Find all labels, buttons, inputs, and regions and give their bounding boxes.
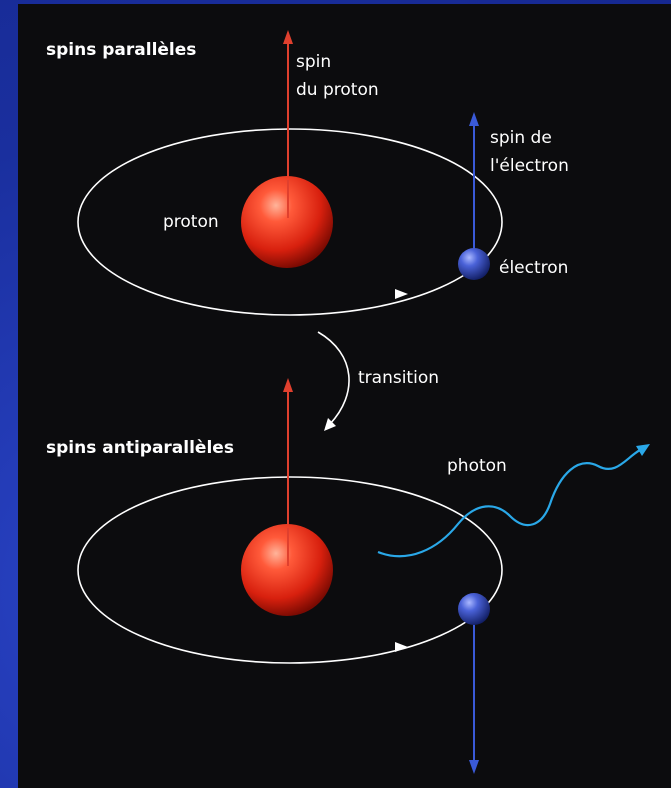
- label-spin-du-proton: spin du proton: [296, 52, 379, 100]
- electron-top: [458, 248, 490, 280]
- orbit-direction-arrow-top: [395, 289, 408, 299]
- orbit-direction-arrow-bottom: [395, 642, 408, 652]
- label-spins-paralleles: spins parallèles: [46, 40, 197, 60]
- electron-spin-arrowhead-bottom: [469, 760, 479, 774]
- electron-spin-arrowhead-top: [469, 112, 479, 126]
- proton-bottom: [241, 524, 333, 616]
- electron-bottom: [458, 593, 490, 625]
- label-spin-de-electron: spin de l'électron: [490, 128, 569, 176]
- label-photon: photon: [447, 456, 507, 476]
- label-proton: proton: [163, 212, 219, 232]
- proton-top: [241, 176, 333, 268]
- hydrogen-spin-flip-diagram: [77, 30, 650, 774]
- proton-spin-arrowhead-bottom: [283, 378, 293, 392]
- diagram-panel: spins parallèles spin du proton spin de …: [18, 4, 671, 788]
- proton-spin-arrowhead-top: [283, 30, 293, 44]
- label-transition: transition: [358, 368, 439, 388]
- photon-wave: [377, 449, 641, 558]
- label-electron: électron: [499, 258, 569, 278]
- orbit-top: [77, 128, 503, 316]
- label-spins-antiparalleles: spins antiparallèles: [46, 438, 234, 458]
- orbit-bottom: [77, 476, 503, 664]
- photon-arrowhead: [636, 444, 650, 456]
- transition-arrowhead: [324, 418, 336, 431]
- transition-arrow: [317, 331, 350, 425]
